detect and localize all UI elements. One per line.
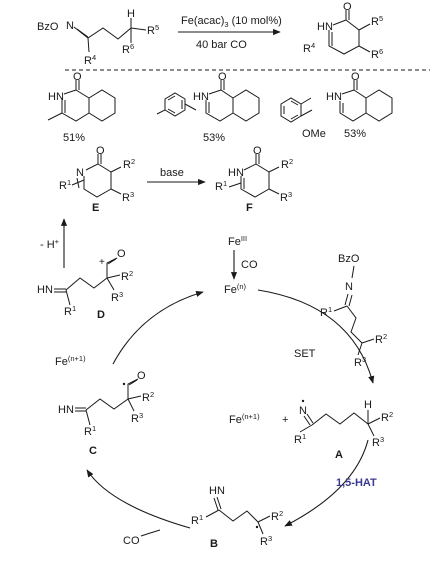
ex3-o: O xyxy=(351,71,360,83)
b-hn: HN xyxy=(209,485,225,497)
reagent-n: N xyxy=(345,281,353,293)
product-r4: R4 xyxy=(303,41,315,55)
a-r2: R2 xyxy=(381,410,393,424)
example-1: HN O 51% xyxy=(47,71,116,144)
oxime-reagent: BzO N R1 R2 R3 xyxy=(320,253,387,369)
f-r1: R1 xyxy=(215,179,227,193)
minus-h-label: - H+ xyxy=(40,237,60,251)
co-reductant-label: CO xyxy=(241,259,258,271)
b-alkyl-radical-dot xyxy=(255,525,259,529)
reagent-r2: R2 xyxy=(375,332,387,346)
d-acylium-plus: + xyxy=(99,257,105,268)
lactam-product: HN O R4 R5 R6 xyxy=(303,1,383,61)
example-3: OMe HN O 53% xyxy=(280,71,393,140)
catalyst-condition: Fe(acac)3 (10 mol%) xyxy=(181,15,282,29)
e-o: O xyxy=(96,145,105,157)
label-C: C xyxy=(89,445,97,457)
ex3-ome: OMe xyxy=(302,128,326,140)
ex1-o: O xyxy=(73,71,82,83)
r5-label: R5 xyxy=(147,23,159,37)
d-o: O xyxy=(117,248,126,260)
fe3-label: FeIII xyxy=(228,234,247,248)
d-r2: R2 xyxy=(121,269,133,283)
d-r1: R1 xyxy=(64,304,76,318)
intermediate-D: HN R1 O + R2 R3 D xyxy=(37,248,133,321)
f-r2: R2 xyxy=(281,157,293,171)
intermediate-C: HN R1 O R2 R3 C xyxy=(58,370,154,457)
e-r1: R1 xyxy=(59,178,71,192)
hat-arc xyxy=(284,439,369,527)
d-r3: R3 xyxy=(111,290,123,304)
b-r3: R3 xyxy=(260,534,272,548)
ex1-yield: 51% xyxy=(63,132,85,144)
label-E: E xyxy=(92,202,99,214)
oxime-n-label: N xyxy=(66,20,74,32)
label-D: D xyxy=(97,309,105,321)
c-acyl-radical-dot xyxy=(122,382,126,386)
product-hn-label: HN xyxy=(317,21,333,33)
plus-sign: + xyxy=(282,414,288,426)
e-r2: R2 xyxy=(123,157,135,171)
hat-label: 1,5-HAT xyxy=(336,477,377,489)
oxime-substrate: BzO N R4 H R5 R6 xyxy=(37,8,159,67)
b-r2: R2 xyxy=(271,509,283,523)
f-r3: R3 xyxy=(280,190,292,204)
c-hn: HN xyxy=(58,404,74,416)
set-label: SET xyxy=(294,348,316,360)
a-r3: R3 xyxy=(372,435,384,449)
fen1-right-label: Fe(n+1) xyxy=(229,412,260,426)
ex2-hn: HN xyxy=(193,91,209,103)
reagent-bzo: BzO xyxy=(338,253,360,265)
compound-E: N O R1 R2 R3 E xyxy=(59,145,135,214)
fen1-left-label: Fe(n+1) xyxy=(55,354,86,368)
f-o: O xyxy=(253,145,262,157)
a-r1: R1 xyxy=(294,432,306,446)
compound-F: HN O R1 R2 R3 F xyxy=(215,145,293,214)
f-hn: HN xyxy=(228,167,244,179)
example-2: HN O 53% xyxy=(156,71,260,144)
co-entry-stub xyxy=(140,529,161,537)
c-r3: R3 xyxy=(131,411,143,425)
reagent-r3: R3 xyxy=(354,355,366,369)
label-B: B xyxy=(210,538,218,550)
intermediate-A: N R1 H R2 R3 A xyxy=(294,399,393,461)
bzo-label: BzO xyxy=(37,21,59,33)
a-n: N xyxy=(299,405,307,417)
co-insertion-arc xyxy=(86,469,191,529)
a-iminyl-radical-dot xyxy=(301,399,305,403)
h-atom-label: H xyxy=(127,8,135,20)
r6-label: R6 xyxy=(122,42,134,56)
ex1-hn: HN xyxy=(48,91,64,103)
d-hn: HN xyxy=(37,284,53,296)
b-r1: R1 xyxy=(191,513,203,527)
product-o-label: O xyxy=(343,1,352,13)
co-insertion-label: CO xyxy=(123,535,140,547)
label-F: F xyxy=(246,202,253,214)
label-A: A xyxy=(335,449,343,461)
product-r6: R6 xyxy=(371,47,383,61)
r4-label: R4 xyxy=(84,53,96,67)
set-arc xyxy=(257,289,375,384)
intermediate-B: HN R1 R2 R3 B xyxy=(191,485,283,550)
c-r2: R2 xyxy=(142,390,154,404)
ex2-o: O xyxy=(218,71,227,83)
c-r1: R1 xyxy=(84,424,96,438)
a-h: H xyxy=(364,399,372,411)
c-o: O xyxy=(137,370,146,382)
oxidation-arc xyxy=(112,291,204,365)
ex3-hn: HN xyxy=(326,91,342,103)
pressure-condition: 40 bar CO xyxy=(196,39,247,51)
ex3-yield: 53% xyxy=(344,128,366,140)
fen-label: Fe(n) xyxy=(224,282,247,296)
ex2-yield: 53% xyxy=(203,132,225,144)
e-n: N xyxy=(76,167,84,179)
product-r5: R5 xyxy=(371,14,383,28)
base-label: base xyxy=(160,167,184,179)
e-r3: R3 xyxy=(122,190,134,204)
